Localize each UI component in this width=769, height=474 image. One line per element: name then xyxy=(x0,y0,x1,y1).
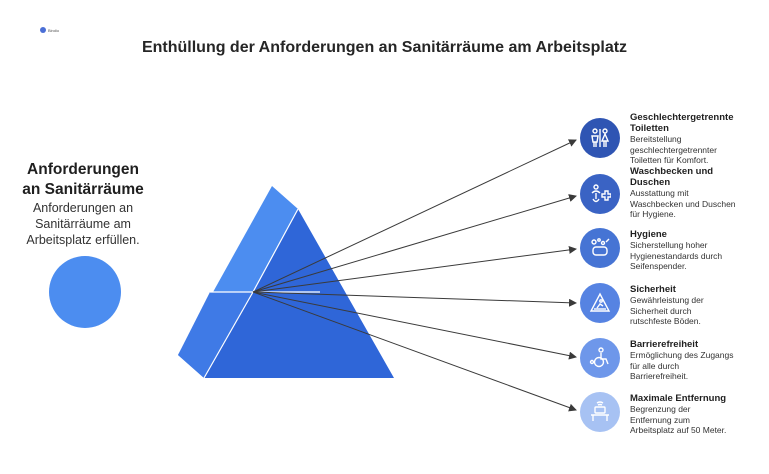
left-text-line-3: Arbeitsplatz erfüllen. xyxy=(26,233,140,247)
item-title-line-2: Toiletten xyxy=(630,123,669,134)
node-distance xyxy=(580,392,620,432)
left-text-line-2: Sanitärräume am xyxy=(35,217,131,231)
left-heading-line-2: an Sanitärräume xyxy=(22,181,144,198)
item-desc-line-3: für Hygiene. xyxy=(630,209,676,219)
pyramid-edge-lower xyxy=(203,291,254,379)
logo: Bindio xyxy=(40,27,59,33)
item-desc-line-3: Seifenspender. xyxy=(630,261,687,271)
item-accessibility: Barrierefreiheit Ermöglichung des Zugang… xyxy=(630,339,755,382)
arrow-2 xyxy=(252,194,577,293)
item-desc-line-1: Ausstattung mit xyxy=(630,188,689,198)
item-title-line-1: Maximale Entfernung xyxy=(630,393,727,404)
item-desc-line-1: Ermöglichung des Zugangs xyxy=(630,350,734,360)
item-title-line-1: Geschlechtergetrennte xyxy=(630,112,734,123)
page-title: Enthüllung der Anforderungen an Sanitärr… xyxy=(141,39,628,56)
item-desc-line-3: Arbeitsplatz auf 50 Meter. xyxy=(630,425,727,435)
workplace-desk-icon xyxy=(591,401,609,421)
pyramid-bottom-left-facet xyxy=(178,292,253,378)
item-safety: Sicherheit Gewährleistung der Sicherheit… xyxy=(630,284,755,327)
item-desc-line-1: Sicherstellung hoher xyxy=(630,240,708,250)
pyramid-edge-inner xyxy=(252,208,299,293)
arrow-1 xyxy=(252,139,577,293)
item-hygiene: Hygiene Sicherstellung hoher Hygienestan… xyxy=(630,229,755,272)
item-desc-line-2: geschlechtergetrennter xyxy=(630,144,717,155)
left-text-line-1: Anforderungen an xyxy=(32,201,134,215)
item-desc-line-3: rutschfeste Böden. xyxy=(630,316,701,326)
item-title-line-2: Duschen xyxy=(630,177,671,188)
node-safety xyxy=(580,283,620,323)
item-distance: Maximale Entfernung Begrenzung der Entfe… xyxy=(630,393,755,436)
node-hygiene xyxy=(580,228,620,268)
left-circle xyxy=(49,256,121,328)
item-desc-line-2: Waschbecken und Duschen xyxy=(630,198,736,209)
item-desc-line-1: Begrenzung der xyxy=(630,404,691,414)
item-title-line-1: Waschbecken und xyxy=(630,166,714,177)
item-desc-line-2: Sicherheit durch xyxy=(630,305,692,316)
item-desc-line-3: Toiletten für Komfort. xyxy=(630,155,709,165)
item-desc-line-2: Hygienestandards durch xyxy=(630,250,723,261)
left-text-block: Anforderungen an Sanitärräume Anforderun… xyxy=(18,160,148,248)
node-accessibility xyxy=(580,338,620,378)
logo-mark-icon xyxy=(40,27,46,33)
item-restroom: Geschlechtergetrennte Toiletten Bereitst… xyxy=(630,112,755,166)
item-title-line-1: Barrierefreiheit xyxy=(630,339,699,350)
item-title-line-1: Hygiene xyxy=(630,229,667,240)
arrow-3 xyxy=(252,245,577,293)
left-heading-line-1: Anforderungen xyxy=(27,161,139,178)
item-desc-line-3: Barrierefreiheit. xyxy=(630,371,689,381)
node-restroom xyxy=(580,118,620,158)
arrow-6 xyxy=(252,291,577,412)
wheelchair-icon xyxy=(589,347,609,368)
item-desc-line-2: für alle durch xyxy=(630,360,680,371)
logo-text: Bindio xyxy=(48,27,60,33)
arrow-4 xyxy=(252,291,577,307)
item-desc-line-2: Entfernung zum xyxy=(630,414,691,425)
node-washbasin xyxy=(580,174,620,214)
washbasin-shower-icon xyxy=(591,184,611,203)
slippery-floor-warning-icon xyxy=(589,292,611,312)
item-desc-line-1: Gewährleistung der xyxy=(630,295,704,305)
item-title-line-1: Sicherheit xyxy=(630,284,676,295)
restroom-icon xyxy=(591,128,610,147)
item-desc-line-1: Bereitstellung xyxy=(630,134,682,144)
arrow-5 xyxy=(252,291,577,360)
soap-icon xyxy=(591,238,610,256)
item-washbasin: Waschbecken und Duschen Ausstattung mit … xyxy=(630,166,755,220)
